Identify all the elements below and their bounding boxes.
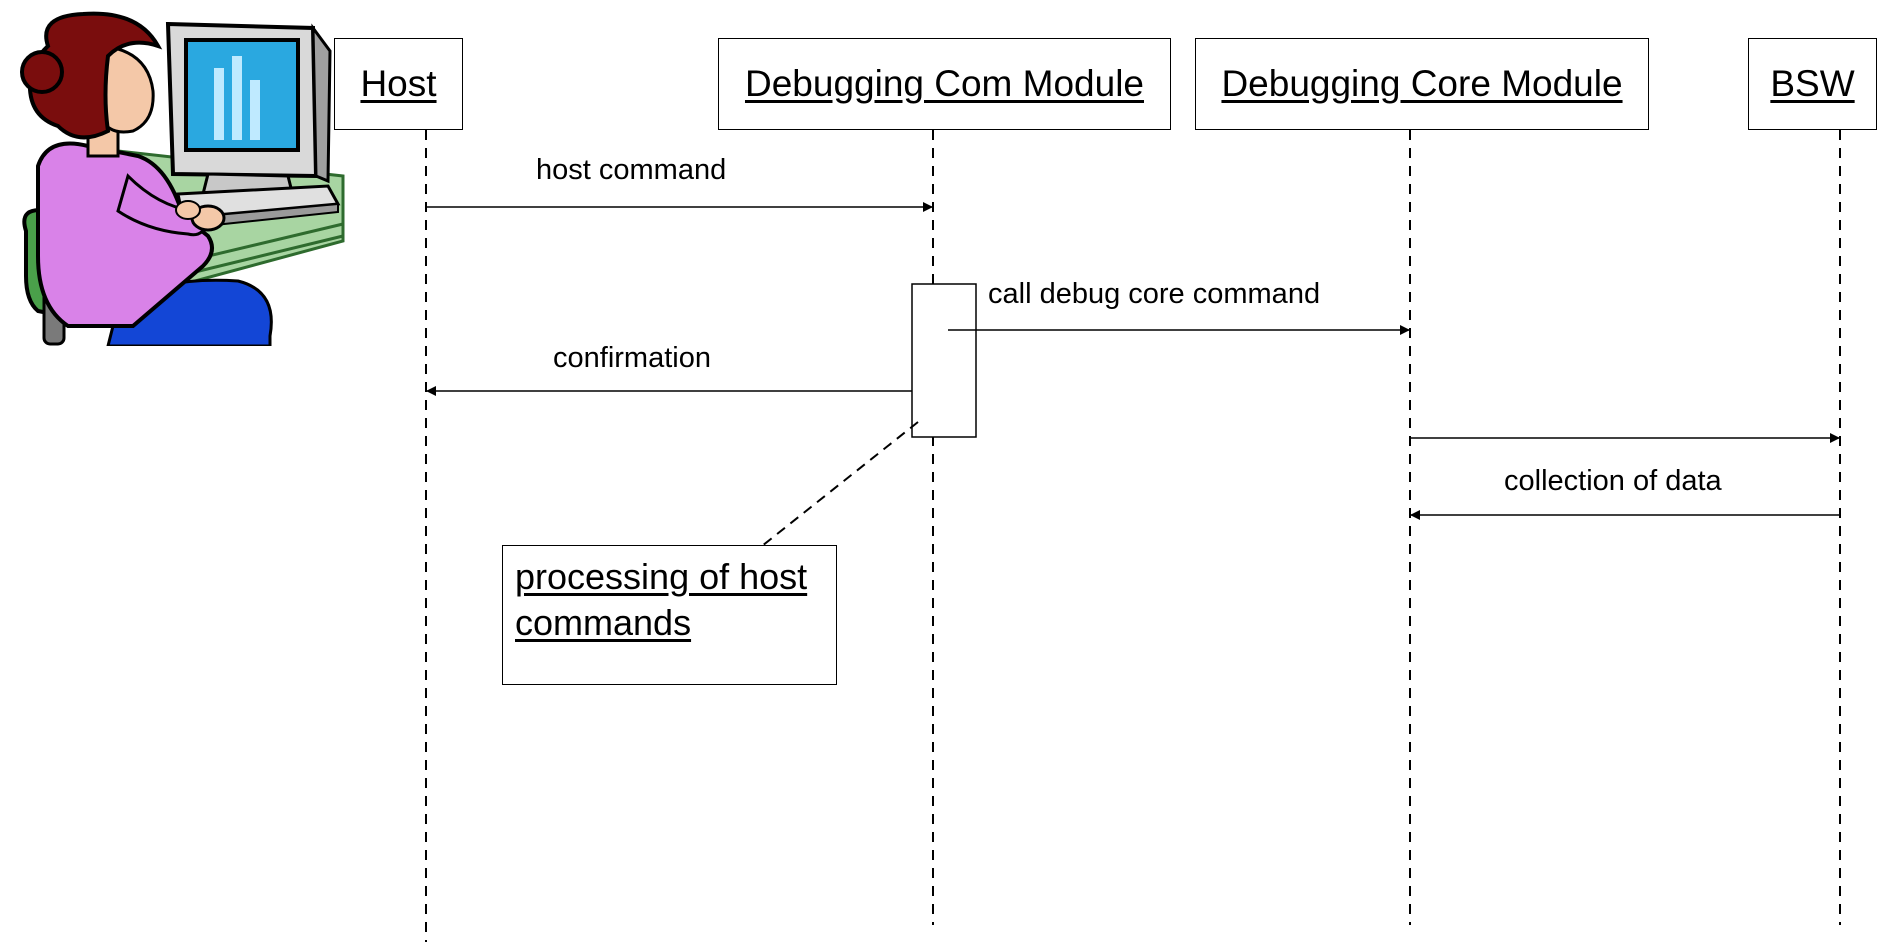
participant-label: Debugging Com Module bbox=[744, 63, 1144, 104]
activation-bar bbox=[911, 283, 977, 438]
message-label-confirmation: confirmation bbox=[553, 342, 711, 374]
message-label-call-debug-core-command: call debug core command bbox=[988, 278, 1321, 310]
note-text: processing of host commands bbox=[515, 556, 808, 643]
message-label-host-command: host command bbox=[536, 154, 727, 186]
note-box: processing of host commands bbox=[502, 545, 837, 685]
person-at-computer-icon bbox=[20, 11, 345, 346]
note-connector bbox=[761, 421, 919, 547]
participant-label: Host bbox=[360, 63, 437, 104]
participant-debugging-com-module: Debugging Com Module bbox=[718, 38, 1171, 130]
participant-label: Debugging Core Module bbox=[1221, 63, 1623, 104]
message-label-collection-of-data: collection of data bbox=[1504, 465, 1722, 497]
participant-host: Host bbox=[334, 38, 463, 130]
participant-bsw: BSW bbox=[1748, 38, 1877, 130]
participant-label: BSW bbox=[1770, 63, 1855, 104]
participant-debugging-core-module: Debugging Core Module bbox=[1195, 38, 1649, 130]
